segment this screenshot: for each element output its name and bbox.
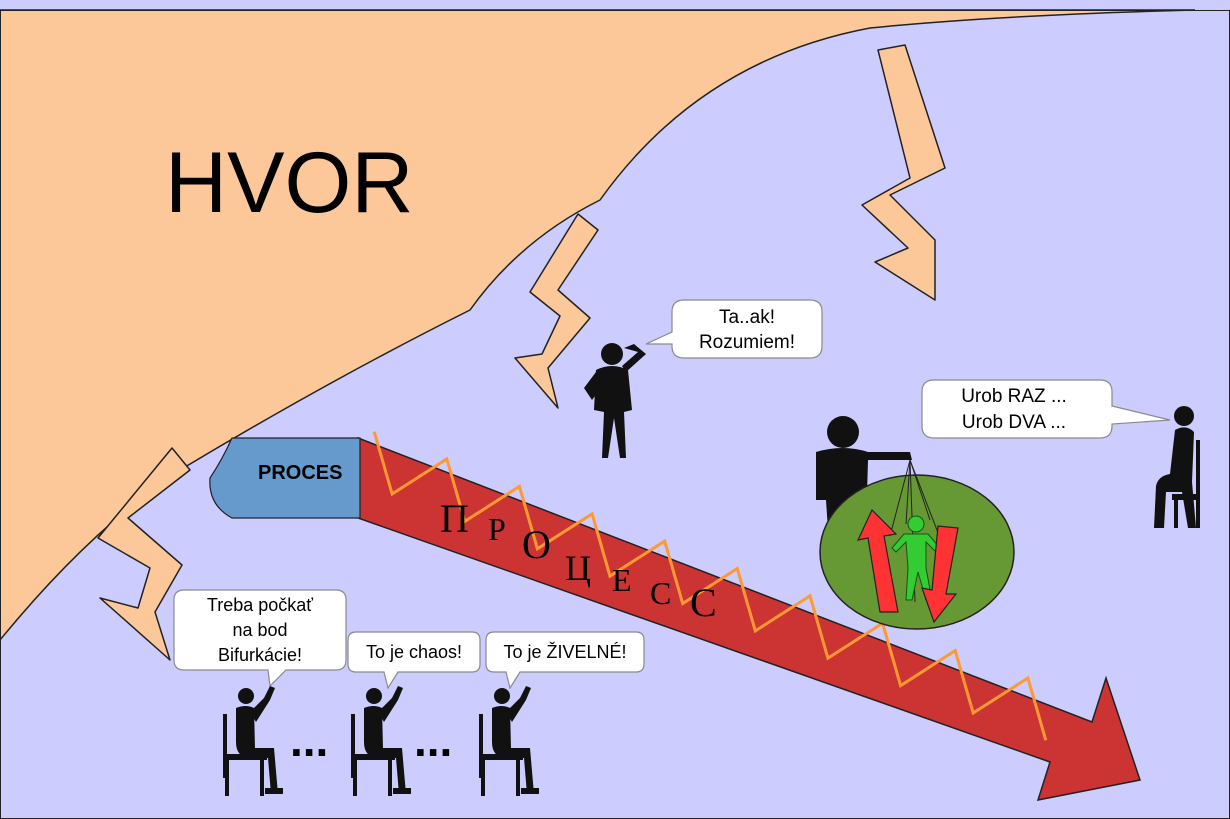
- hvor-title: HVOR: [165, 135, 413, 231]
- ellipsis-1: ...: [290, 714, 328, 766]
- bubble-text-line: na bod: [232, 620, 287, 640]
- process-label: PROCES: [258, 462, 342, 484]
- bubble-text-line: To je chaos!: [366, 642, 462, 662]
- lightning-bolt-icon: [514, 213, 599, 409]
- cyrillic-letters: П Р О Ц Е С С: [440, 496, 717, 625]
- process-scroll: [209, 437, 361, 519]
- cyrillic-letter-3: О: [522, 522, 551, 567]
- bubble-text-line: Ta..ak!: [719, 307, 775, 328]
- ellipsis-2: ...: [414, 714, 452, 766]
- bubble-text-line: Urob RAZ ...: [961, 386, 1067, 407]
- bubble-text-line: Bifurkácie!: [218, 645, 302, 665]
- puppet-icon: [891, 515, 941, 601]
- speech-bubble-wait: Treba počkať na bod Bifurkácie!: [173, 589, 347, 688]
- speech-bubble-spontaneous: To je ŽIVELNÉ!: [485, 631, 645, 690]
- lightning-bolt-icon: [97, 447, 191, 661]
- speech-bubble-chaos: To je chaos!: [347, 631, 481, 690]
- lightning-bolt-icon: [861, 44, 946, 301]
- zigzag-line: [372, 431, 1048, 741]
- down-arrow-icon: [921, 525, 959, 624]
- cyrillic-letter-5: Е: [612, 562, 632, 598]
- bubble-text-line: Urob DVA ...: [962, 412, 1066, 433]
- up-arrow-icon: [856, 508, 899, 613]
- cyrillic-letter-4: Ц: [565, 548, 591, 588]
- bubble-text-line: Treba počkať: [207, 595, 313, 615]
- seated-person-icon: [1154, 406, 1200, 528]
- cyrillic-letter-2: Р: [488, 511, 506, 547]
- bubble-text-line: To je ŽIVELNÉ!: [503, 642, 626, 662]
- person-silhouette-icon: [584, 343, 646, 458]
- cyrillic-letter-1: П: [440, 496, 469, 541]
- cyrillic-letter-6: С: [650, 575, 671, 611]
- cyrillic-letter-7: С: [690, 580, 717, 625]
- speech-bubble-understand: Ta..ak! Rozumiem!: [645, 299, 823, 359]
- speech-bubble-commander: Urob RAZ ... Urob DVA ...: [921, 379, 1171, 439]
- bubble-text-line: Rozumiem!: [699, 332, 795, 353]
- process-arrow: [357, 436, 1141, 801]
